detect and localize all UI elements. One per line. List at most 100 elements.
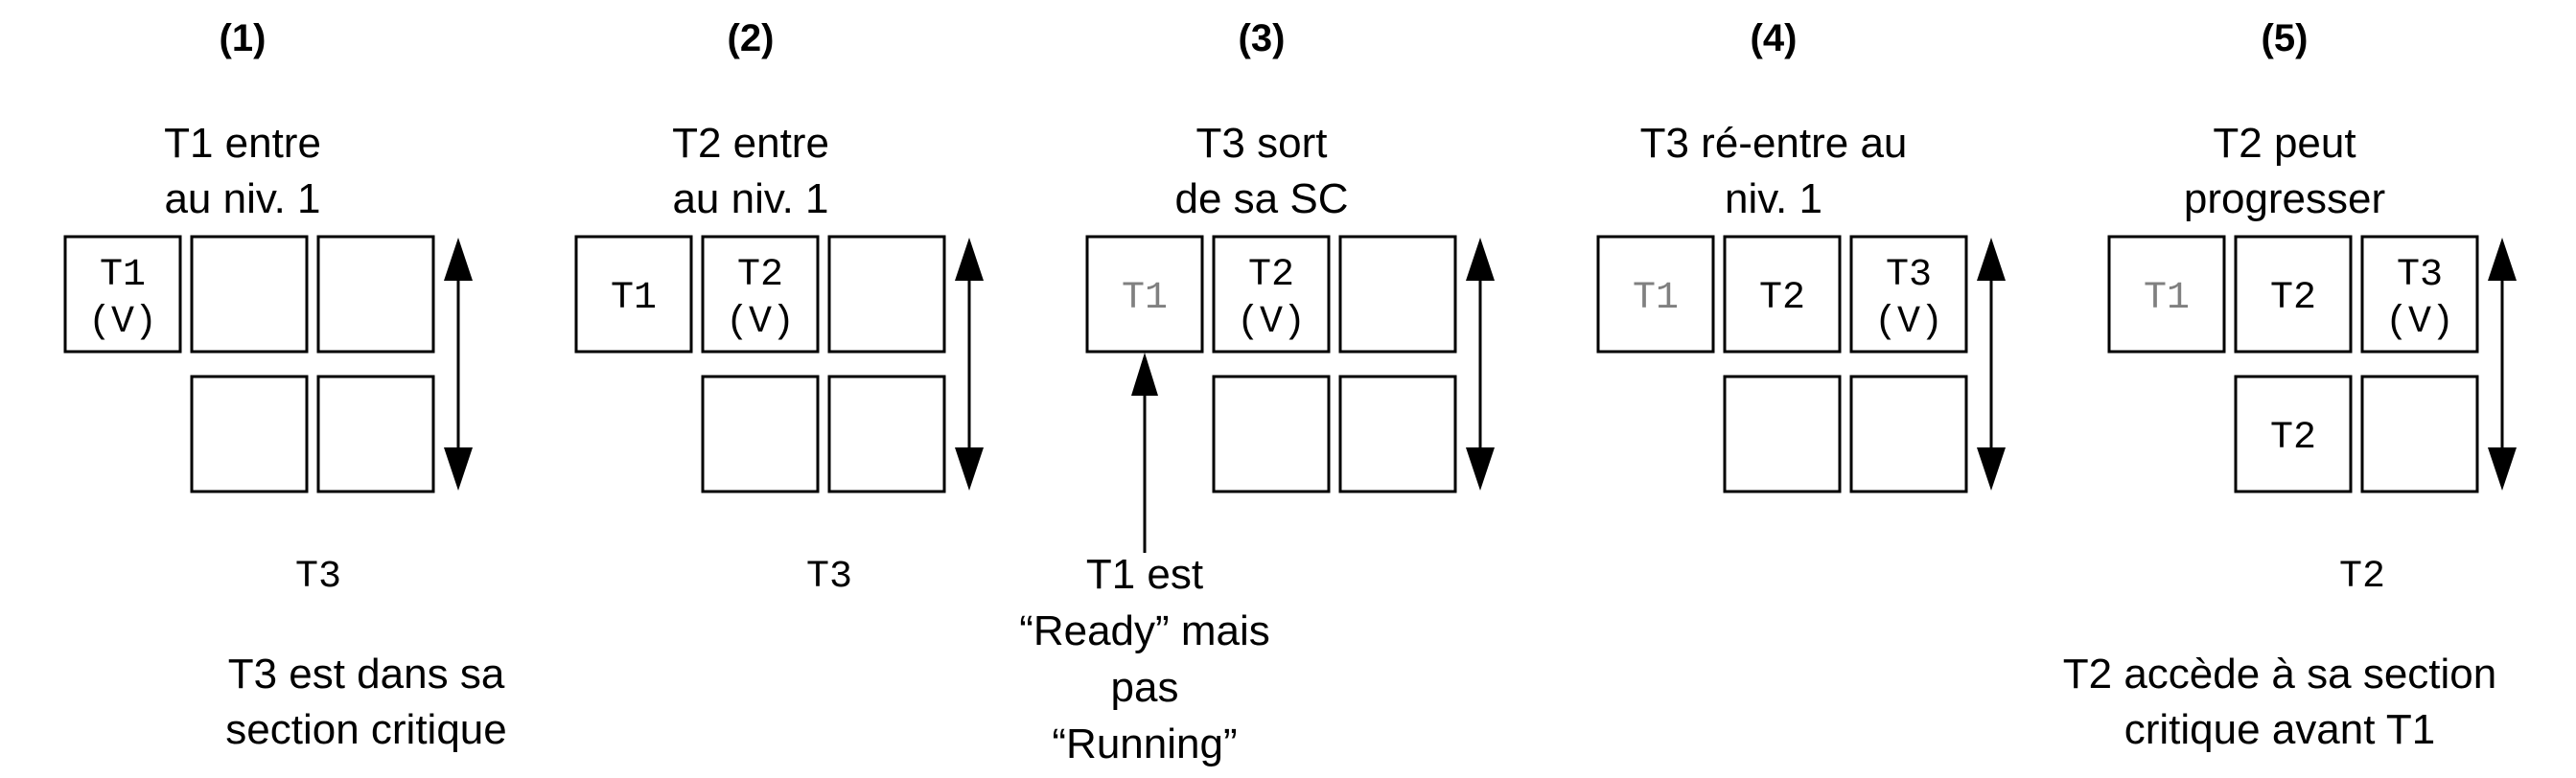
level-box-top-1-frame xyxy=(1596,235,1715,354)
step-note: section critique xyxy=(225,706,506,753)
thread-label: T3 xyxy=(2397,254,2443,297)
level-box-top-2: T2(V) xyxy=(701,235,820,354)
critical-section-thread: T2 xyxy=(2339,556,2385,599)
level-box-bottom-2 xyxy=(316,375,435,493)
level-double-arrow xyxy=(2488,238,2517,491)
level-box-top-3 xyxy=(316,235,435,354)
step-caption: de sa SC xyxy=(1175,175,1349,222)
level-box-bottom-1-frame xyxy=(701,375,820,493)
critical-section-thread: T3 xyxy=(295,556,341,599)
thread-label: T2 xyxy=(1759,277,1805,320)
arrow-down-head xyxy=(2488,447,2517,491)
level-box-top-3: T3(V) xyxy=(1849,235,1968,354)
level-box-top-3-frame xyxy=(316,235,435,354)
level-box-top-2 xyxy=(190,235,309,354)
step-caption: T2 peut xyxy=(2213,120,2356,167)
victim-marker: (V) xyxy=(2385,301,2454,344)
level-box-bottom-1-frame xyxy=(1723,375,1842,493)
level-box-bottom-2 xyxy=(1849,375,1968,493)
step-note: pas xyxy=(1111,664,1179,711)
victim-marker: (V) xyxy=(1237,301,1306,344)
level-box-top-2-frame xyxy=(1723,235,1842,354)
level-box-bottom-2-frame xyxy=(1849,375,1968,493)
critical-section-thread: T3 xyxy=(806,556,852,599)
thread-label: T1 xyxy=(1122,277,1168,320)
level-box-bottom-1-frame xyxy=(190,375,309,493)
thread-label: T1 xyxy=(1633,277,1679,320)
arrow-up-head xyxy=(955,238,984,281)
step-note: T2 accède à sa section xyxy=(2063,651,2496,698)
level-box-bottom-2-frame xyxy=(316,375,435,493)
thread-label: T1 xyxy=(611,277,657,320)
level-box-bottom-1 xyxy=(701,375,820,493)
level-box-bottom-2 xyxy=(827,375,946,493)
level-box-top-3-frame xyxy=(1849,235,1968,354)
step-caption: T1 entre xyxy=(164,120,321,167)
thread-label: T1 xyxy=(100,254,146,297)
victim-marker: (V) xyxy=(1874,301,1943,344)
victim-marker: (V) xyxy=(726,301,795,344)
level-box-top-1-frame xyxy=(574,235,693,354)
level-box-bottom-2-frame xyxy=(2360,375,2479,493)
step-note: “Running” xyxy=(1052,721,1237,767)
step-caption: T3 ré-entre au xyxy=(1640,120,1908,167)
level-box-top-1-frame xyxy=(1085,235,1204,354)
level-double-arrow xyxy=(1977,238,2006,491)
level-box-top-2-frame xyxy=(190,235,309,354)
arrow-down-head xyxy=(1977,447,2006,491)
step-note: T3 est dans sa xyxy=(228,651,505,698)
level-double-arrow xyxy=(955,238,984,491)
step-caption: au niv. 1 xyxy=(672,175,828,222)
thread-label: T1 xyxy=(2144,277,2190,320)
level-box-bottom-2-frame xyxy=(827,375,946,493)
level-box-top-1: T1(V) xyxy=(63,235,182,354)
arrow-down-head xyxy=(955,447,984,491)
step-caption: T3 sort xyxy=(1196,120,1328,167)
thread-label: T2 xyxy=(2270,417,2316,460)
level-box-top-3-frame xyxy=(1338,235,1457,354)
level-box-top-2-frame xyxy=(1212,235,1331,354)
level-box-top-1: T1 xyxy=(1596,235,1715,354)
level-box-top-3 xyxy=(827,235,946,354)
pointer-arrow-head xyxy=(1131,353,1158,396)
level-box-bottom-2 xyxy=(2360,375,2479,493)
level-box-top-3 xyxy=(1338,235,1457,354)
level-box-bottom-1 xyxy=(1212,375,1331,493)
level-box-top-1: T1 xyxy=(1085,235,1204,354)
pointer-arrow xyxy=(1131,353,1158,553)
step-number: (5) xyxy=(2262,17,2309,59)
step-note: critique avant T1 xyxy=(2124,706,2435,753)
level-box-top-3-frame xyxy=(827,235,946,354)
level-box-top-2: T2 xyxy=(1723,235,1842,354)
level-box-top-1-frame xyxy=(2107,235,2226,354)
step-caption: progresser xyxy=(2184,175,2385,222)
step-panel-1: (1) T1 entre au niv. 1 T1(V) T3 T3 est dans s… xyxy=(63,17,507,753)
level-box-top-1: T1 xyxy=(574,235,693,354)
level-box-bottom-1 xyxy=(1723,375,1842,493)
level-box-top-2: T2(V) xyxy=(1212,235,1331,354)
thread-label: T2 xyxy=(737,254,783,297)
step-number: (4) xyxy=(1751,17,1798,59)
arrow-up-head xyxy=(2488,238,2517,281)
level-box-top-1: T1 xyxy=(2107,235,2226,354)
level-box-top-2: T2 xyxy=(2234,235,2353,354)
level-box-bottom-1-frame xyxy=(1212,375,1331,493)
arrow-up-head xyxy=(1466,238,1495,281)
level-box-top-2-frame xyxy=(2234,235,2353,354)
victim-marker: (V) xyxy=(88,301,157,344)
arrow-down-head xyxy=(444,447,473,491)
step-number: (3) xyxy=(1239,17,1286,59)
thread-label: T2 xyxy=(2270,277,2316,320)
level-box-bottom-1-frame xyxy=(2234,375,2353,493)
step-number: (1) xyxy=(220,17,267,59)
level-box-bottom-2-frame xyxy=(1338,375,1457,493)
step-caption: niv. 1 xyxy=(1725,175,1822,222)
step-caption: au niv. 1 xyxy=(164,175,320,222)
level-box-bottom-1 xyxy=(190,375,309,493)
step-note: “Ready” mais xyxy=(1019,607,1270,654)
arrow-down-head xyxy=(1466,447,1495,491)
